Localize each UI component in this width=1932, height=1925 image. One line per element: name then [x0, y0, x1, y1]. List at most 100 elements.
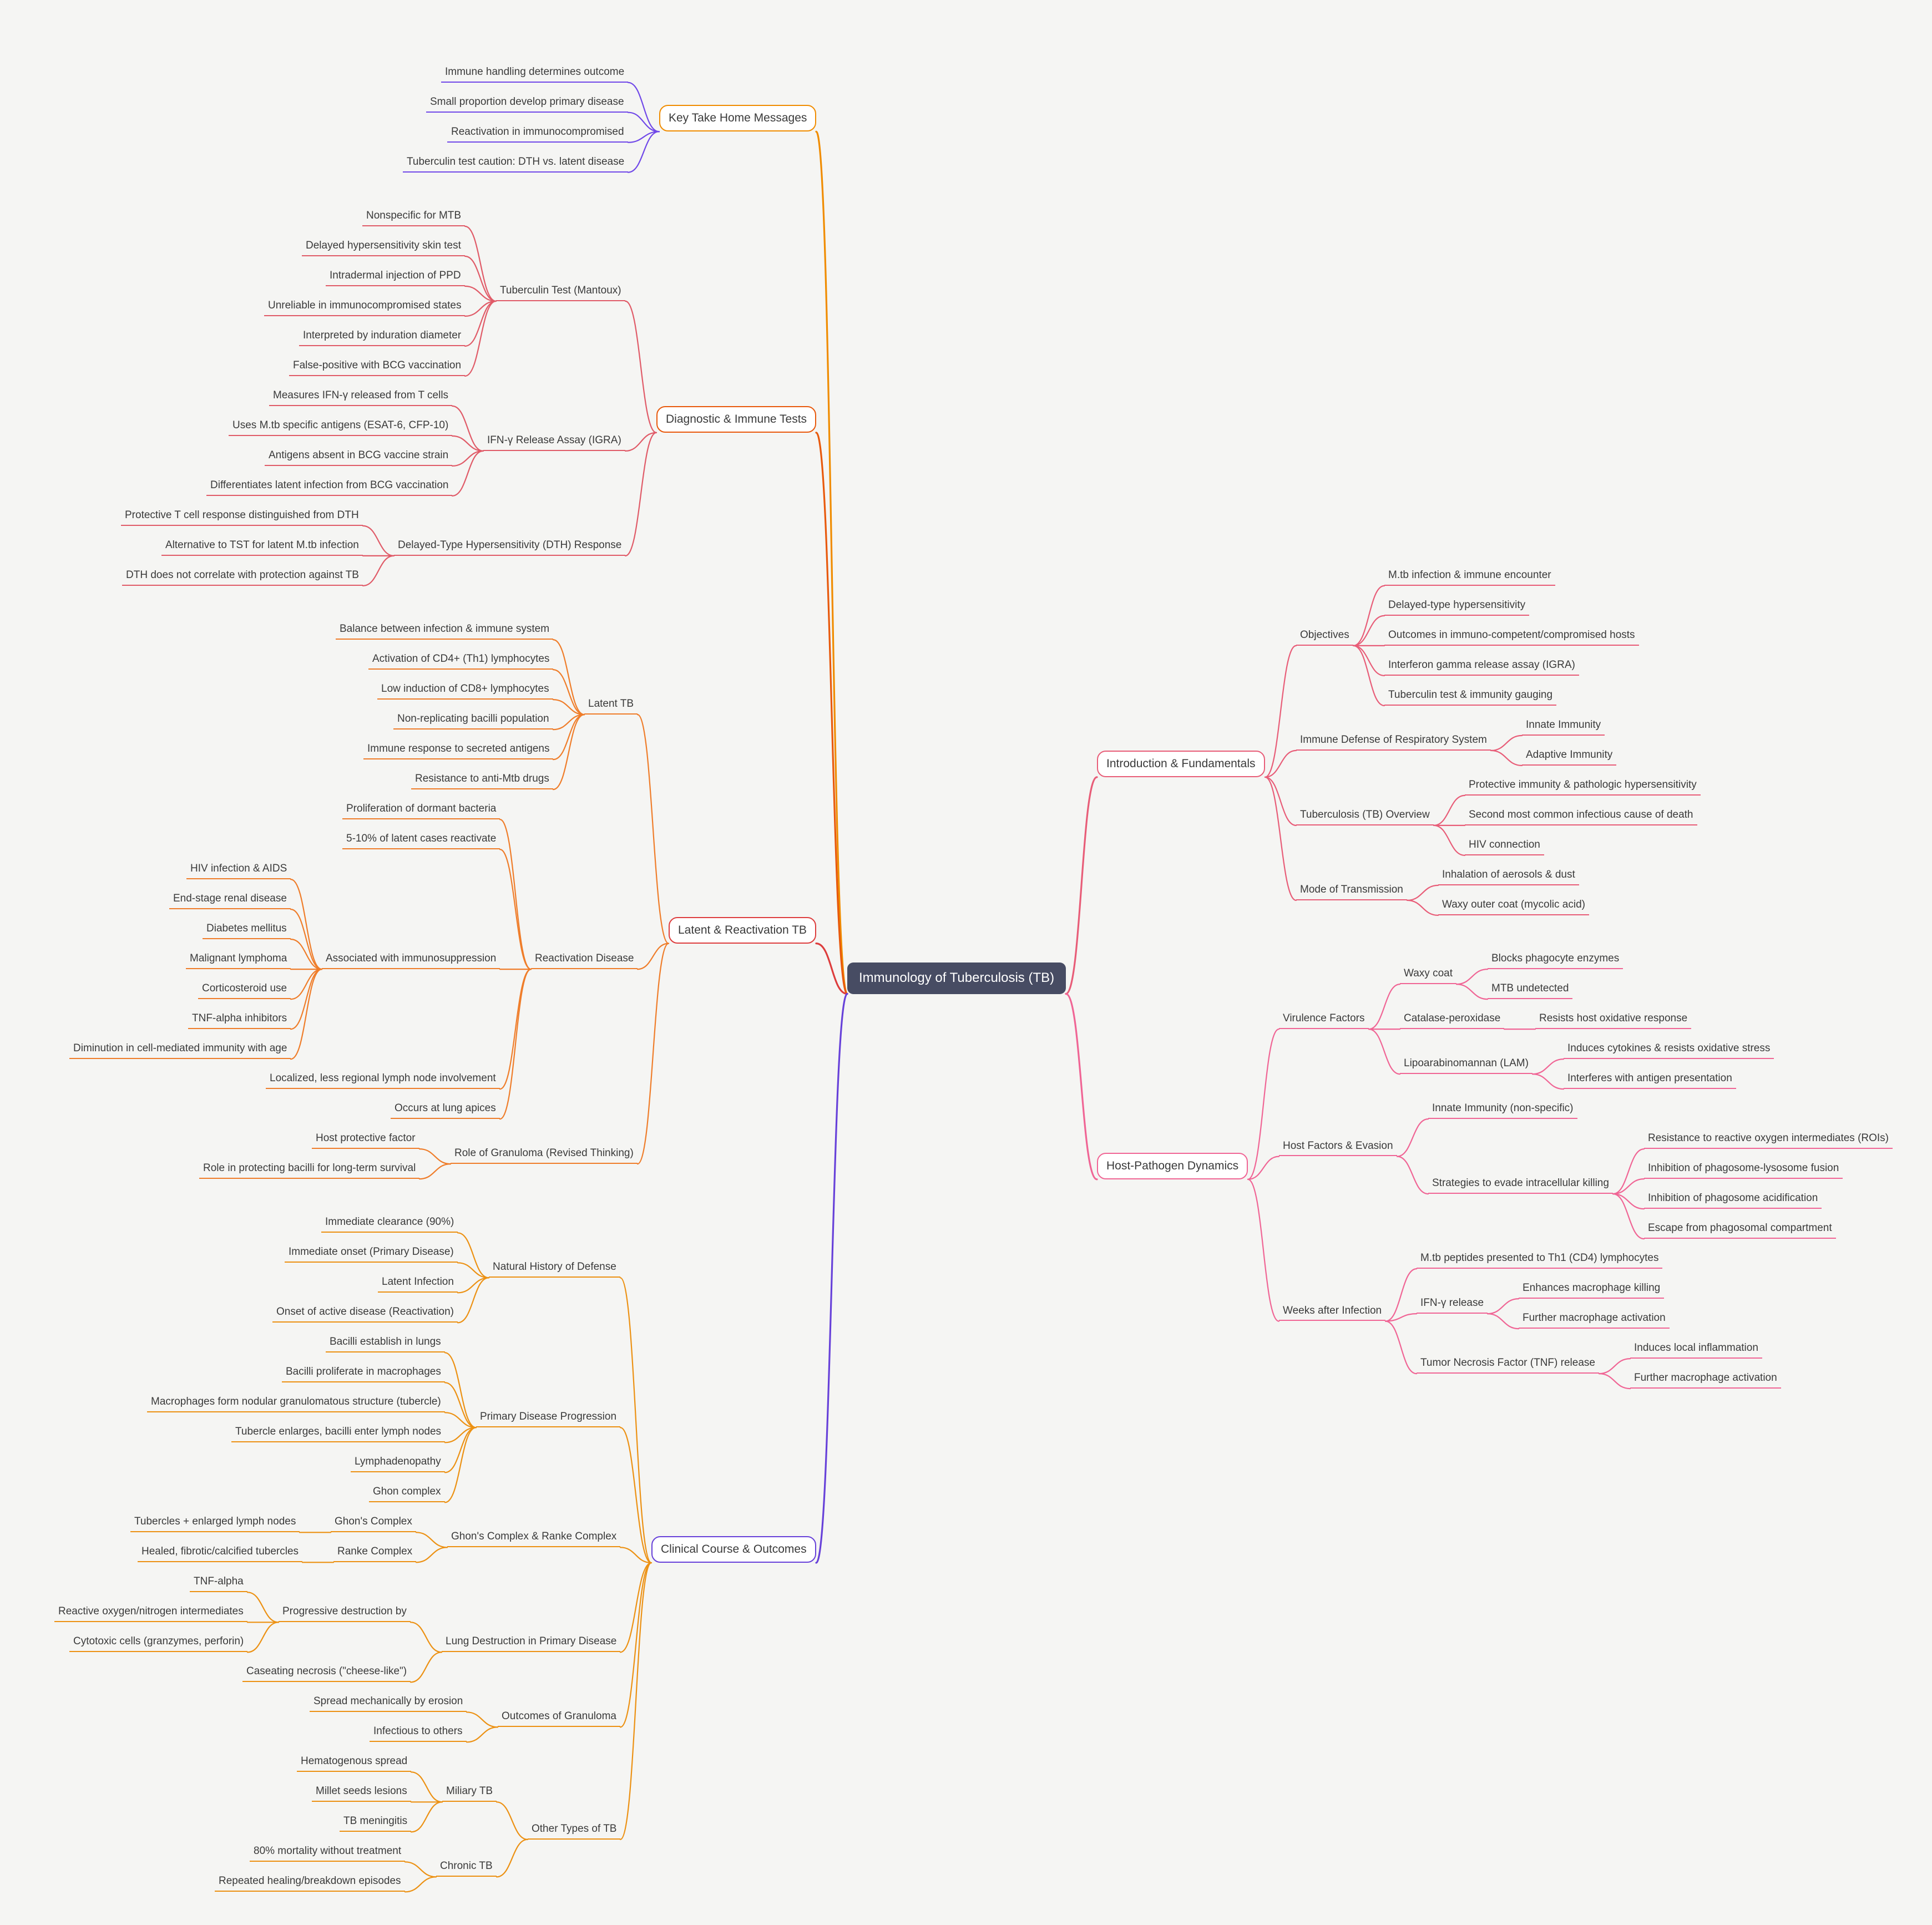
topic-healed-fibrotic-calcified-tubercles[interactable]: Healed, fibrotic/calcified tubercles: [138, 1544, 303, 1563]
topic-weeks-after-infection[interactable]: Weeks after Infection: [1279, 1303, 1386, 1321]
topic-adaptive-immunity[interactable]: Adaptive Immunity: [1522, 747, 1617, 766]
topic-tuberculin-test-immunity-gauging[interactable]: Tuberculin test & immunity gauging: [1384, 687, 1557, 706]
topic-proliferation-of-dormant-bacteria[interactable]: Proliferation of dormant bacteria: [342, 801, 500, 819]
topic-tubercles-enlarged-lymph-nodes[interactable]: Tubercles + enlarged lymph nodes: [130, 1514, 300, 1533]
topic-enhances-macrophage-killing[interactable]: Enhances macrophage killing: [1519, 1280, 1665, 1299]
topic-bacilli-proliferate-in-macrophages[interactable]: Bacilli proliferate in macrophages: [282, 1364, 445, 1383]
topic-induces-local-inflammation[interactable]: Induces local inflammation: [1630, 1340, 1762, 1359]
topic-repeated-healing-breakdown-episodes[interactable]: Repeated healing/breakdown episodes: [215, 1873, 405, 1892]
topic-dth-does-not-correlate-with-protection-against-t[interactable]: DTH does not correlate with protection a…: [122, 568, 363, 586]
topic-measures-ifn-released-from-t-cells[interactable]: Measures IFN-γ released from T cells: [269, 388, 453, 406]
topic-antigens-absent-in-bcg-vaccine-strain[interactable]: Antigens absent in BCG vaccine strain: [265, 448, 453, 466]
topic-strategies-to-evade-intracellular-killing[interactable]: Strategies to evade intracellular killin…: [1428, 1176, 1613, 1194]
topic-virulence-factors[interactable]: Virulence Factors: [1279, 1011, 1369, 1029]
topic-objectives[interactable]: Objectives: [1296, 627, 1353, 646]
topic-corticosteroid-use[interactable]: Corticosteroid use: [198, 981, 291, 999]
topic-inhibition-of-phagosome-acidification[interactable]: Inhibition of phagosome acidification: [1644, 1191, 1822, 1209]
topic-delayed-type-hypersensitivity[interactable]: Delayed-type hypersensitivity: [1384, 597, 1530, 616]
topic-uses-m-tb-specific-antigens-esat-6-cfp-10[interactable]: Uses M.tb specific antigens (ESAT-6, CFP…: [229, 418, 453, 436]
topic-escape-from-phagosomal-compartment[interactable]: Escape from phagosomal compartment: [1644, 1220, 1836, 1239]
topic-differentiates-latent-infection-from-bcg-vaccina[interactable]: Differentiates latent infection from BCG…: [206, 478, 453, 496]
topic-bacilli-establish-in-lungs[interactable]: Bacilli establish in lungs: [326, 1334, 445, 1353]
topic-non-replicating-bacilli-population[interactable]: Non-replicating bacilli population: [393, 711, 553, 730]
topic-tubercle-enlarges-bacilli-enter-lymph-nodes[interactable]: Tubercle enlarges, bacilli enter lymph n…: [231, 1424, 446, 1443]
topic-small-proportion-develop-primary-disease[interactable]: Small proportion develop primary disease: [426, 94, 628, 113]
branch-key-take-home-messages[interactable]: Key Take Home Messages: [659, 105, 817, 132]
topic-cytotoxic-cells-granzymes-perforin[interactable]: Cytotoxic cells (granzymes, perforin): [69, 1634, 248, 1653]
topic-mode-of-transmission[interactable]: Mode of Transmission: [1296, 882, 1407, 900]
topic-host-factors-evasion[interactable]: Host Factors & Evasion: [1279, 1138, 1397, 1157]
topic-mtb-undetected[interactable]: MTB undetected: [1488, 981, 1573, 999]
topic-reactivation-disease[interactable]: Reactivation Disease: [531, 951, 638, 969]
topic-activation-of-cd4-th1-lymphocytes[interactable]: Activation of CD4+ (Th1) lymphocytes: [368, 651, 554, 670]
topic-intradermal-injection-of-ppd[interactable]: Intradermal injection of PPD: [326, 268, 465, 286]
topic-hematogenous-spread[interactable]: Hematogenous spread: [297, 1754, 412, 1772]
topic-delayed-type-hypersensitivity-dth-response[interactable]: Delayed-Type Hypersensitivity (DTH) Resp…: [394, 538, 626, 556]
topic-role-in-protecting-bacilli-for-long-term-surviva[interactable]: Role in protecting bacilli for long-term…: [199, 1161, 420, 1179]
topic-5-10-of-latent-cases-reactivate[interactable]: 5-10% of latent cases reactivate: [342, 831, 500, 849]
topic-resistance-to-reactive-oxygen-intermediates-rois[interactable]: Resistance to reactive oxygen intermedia…: [1644, 1131, 1893, 1149]
topic-immune-handling-determines-outcome[interactable]: Immune handling determines outcome: [441, 64, 629, 83]
topic-tumor-necrosis-factor-tnf-release[interactable]: Tumor Necrosis Factor (TNF) release: [1417, 1355, 1599, 1374]
topic-immediate-onset-primary-disease[interactable]: Immediate onset (Primary Disease): [285, 1244, 458, 1263]
topic-tuberculin-test-caution-dth-vs-latent-disease[interactable]: Tuberculin test caution: DTH vs. latent …: [403, 154, 629, 173]
branch-clinical-course-outcomes[interactable]: Clinical Course & Outcomes: [651, 1536, 816, 1563]
branch-host-pathogen-dynamics[interactable]: Host-Pathogen Dynamics: [1097, 1152, 1248, 1180]
topic-tuberculin-test-mantoux[interactable]: Tuberculin Test (Mantoux): [496, 283, 625, 301]
topic-hiv-infection-aids[interactable]: HIV infection & AIDS: [186, 861, 291, 879]
topic-chronic-tb[interactable]: Chronic TB: [436, 1858, 497, 1877]
topic-ifn-release-assay-igra[interactable]: IFN-γ Release Assay (IGRA): [483, 433, 625, 451]
topic-latent-tb[interactable]: Latent TB: [584, 696, 638, 715]
branch-diagnostic-immune-tests[interactable]: Diagnostic & Immune Tests: [656, 406, 817, 433]
topic-blocks-phagocyte-enzymes[interactable]: Blocks phagocyte enzymes: [1488, 951, 1624, 969]
topic-inhalation-of-aerosols-dust[interactable]: Inhalation of aerosols & dust: [1438, 867, 1579, 885]
topic-tnf-alpha-inhibitors[interactable]: TNF-alpha inhibitors: [188, 1011, 291, 1029]
topic-alternative-to-tst-for-latent-m-tb-infection[interactable]: Alternative to TST for latent M.tb infec…: [161, 538, 363, 556]
topic-reactive-oxygen-nitrogen-intermediates[interactable]: Reactive oxygen/nitrogen intermediates: [54, 1604, 247, 1623]
topic-spread-mechanically-by-erosion[interactable]: Spread mechanically by erosion: [310, 1694, 467, 1713]
topic-further-macrophage-activation[interactable]: Further macrophage activation: [1630, 1370, 1781, 1389]
topic-false-positive-with-bcg-vaccination[interactable]: False-positive with BCG vaccination: [289, 358, 466, 376]
topic-onset-of-active-disease-reactivation[interactable]: Onset of active disease (Reactivation): [272, 1304, 458, 1323]
topic-lipoarabinomannan-lam[interactable]: Lipoarabinomannan (LAM): [1400, 1056, 1533, 1074]
topic-innate-immunity-non-specific[interactable]: Innate Immunity (non-specific): [1428, 1101, 1577, 1119]
mindmap-root-node[interactable]: Immunology of Tuberculosis (TB): [847, 962, 1066, 994]
topic-outcomes-of-granuloma[interactable]: Outcomes of Granuloma: [498, 1709, 620, 1728]
topic-miliary-tb[interactable]: Miliary TB: [442, 1784, 497, 1802]
topic-infectious-to-others[interactable]: Infectious to others: [370, 1724, 467, 1742]
topic-m-tb-infection-immune-encounter[interactable]: M.tb infection & immune encounter: [1384, 568, 1555, 586]
topic-80-mortality-without-treatment[interactable]: 80% mortality without treatment: [250, 1843, 406, 1862]
topic-second-most-common-infectious-cause-of-death[interactable]: Second most common infectious cause of d…: [1465, 807, 1697, 825]
topic-catalase-peroxidase[interactable]: Catalase-peroxidase: [1400, 1011, 1505, 1029]
topic-caseating-necrosis-cheese-like[interactable]: Caseating necrosis ("cheese-like"): [242, 1664, 411, 1683]
topic-ranke-complex[interactable]: Ranke Complex: [333, 1544, 417, 1563]
topic-tb-meningitis[interactable]: TB meningitis: [340, 1813, 412, 1832]
topic-progressive-destruction-by[interactable]: Progressive destruction by: [279, 1604, 411, 1623]
topic-m-tb-peptides-presented-to-th1-cd4-lymphocytes[interactable]: M.tb peptides presented to Th1 (CD4) lym…: [1417, 1250, 1663, 1269]
topic-host-protective-factor[interactable]: Host protective factor: [312, 1131, 419, 1149]
topic-macrophages-form-nodular-granulomatous-structure[interactable]: Macrophages form nodular granulomatous s…: [147, 1394, 445, 1413]
branch-introduction-fundamentals[interactable]: Introduction & Fundamentals: [1097, 750, 1265, 778]
topic-ghon-s-complex[interactable]: Ghon's Complex: [331, 1514, 416, 1533]
topic-lymphadenopathy[interactable]: Lymphadenopathy: [351, 1454, 445, 1473]
topic-lung-destruction-in-primary-disease[interactable]: Lung Destruction in Primary Disease: [442, 1634, 621, 1653]
topic-role-of-granuloma-revised-thinking[interactable]: Role of Granuloma (Revised Thinking): [451, 1146, 638, 1164]
topic-diabetes-mellitus[interactable]: Diabetes mellitus: [203, 921, 291, 939]
topic-localized-less-regional-lymph-node-involvement[interactable]: Localized, less regional lymph node invo…: [266, 1071, 500, 1089]
topic-hiv-connection[interactable]: HIV connection: [1465, 837, 1544, 855]
topic-immune-defense-of-respiratory-system[interactable]: Immune Defense of Respiratory System: [1296, 732, 1491, 751]
topic-immediate-clearance-90[interactable]: Immediate clearance (90%): [321, 1214, 458, 1233]
topic-balance-between-infection-immune-system[interactable]: Balance between infection & immune syste…: [336, 621, 554, 640]
topic-low-induction-of-cd8-lymphocytes[interactable]: Low induction of CD8+ lymphocytes: [377, 681, 553, 700]
topic-millet-seeds-lesions[interactable]: Millet seeds lesions: [312, 1784, 411, 1802]
topic-ifn-release[interactable]: IFN-γ release: [1417, 1295, 1488, 1314]
topic-further-macrophage-activation[interactable]: Further macrophage activation: [1519, 1310, 1670, 1329]
topic-primary-disease-progression[interactable]: Primary Disease Progression: [476, 1409, 621, 1428]
topic-ghon-complex[interactable]: Ghon complex: [369, 1484, 445, 1503]
topic-associated-with-immunosuppression[interactable]: Associated with immunosuppression: [322, 951, 500, 969]
topic-protective-t-cell-response-distinguished-from-dt[interactable]: Protective T cell response distinguished…: [121, 508, 363, 526]
branch-latent-reactivation-tb[interactable]: Latent & Reactivation TB: [669, 916, 816, 944]
topic-malignant-lymphoma[interactable]: Malignant lymphoma: [186, 951, 291, 969]
topic-other-types-of-tb[interactable]: Other Types of TB: [528, 1821, 621, 1840]
